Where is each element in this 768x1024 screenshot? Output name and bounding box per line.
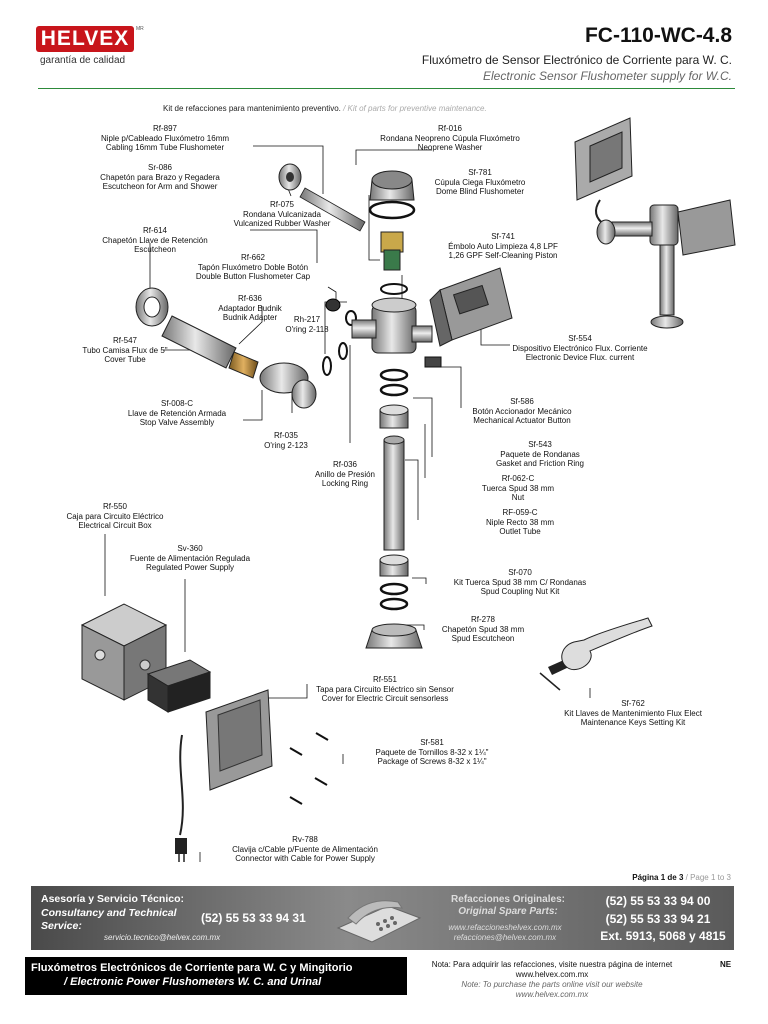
screws-part — [289, 732, 329, 805]
page-indicator: Página 1 de 3 / Page 1 to 3 — [632, 873, 731, 882]
spare-parts-title-es: Refacciones Originales: — [451, 894, 565, 905]
telephone-icon — [336, 900, 422, 943]
product-line-es: Fluxómetros Electrónicos de Corriente pa… — [31, 962, 353, 974]
cover-tube-part — [161, 315, 237, 369]
kit-title-en: / Kit of parts for preventive maintenanc… — [340, 104, 487, 113]
purchase-link-en[interactable]: www.helvex.com.mx — [515, 990, 589, 999]
spare-parts-title-en: Original Spare Parts: — [458, 906, 558, 917]
spud-nut-part — [379, 404, 409, 429]
phone-2[interactable]: (52) 55 53 33 94 00 — [605, 894, 711, 908]
service-phone[interactable]: (52) 55 53 33 94 31 — [201, 911, 306, 925]
maintenance-keys-part — [539, 617, 653, 691]
power-supply-part — [146, 659, 212, 713]
outlet-tube-part — [383, 435, 405, 551]
header-divider — [38, 88, 735, 89]
phone-3[interactable]: (52) 55 53 33 94 21 — [605, 912, 711, 926]
service-title-es: Asesoría y Servicio Técnico: — [41, 893, 184, 905]
phone-extensions: Ext. 5913, 5068 y 4815 — [600, 929, 726, 943]
spud-coupling-kit-part — [379, 554, 409, 611]
subtitle-es: Fluxómetro de Sensor Electrónico de Corr… — [421, 53, 732, 67]
purchase-note-en: Note: To purchase the parts online visit… — [461, 980, 643, 989]
helvex-logo: HELVEX — [36, 26, 134, 52]
exploded-parts-diagram — [80, 117, 736, 862]
purchase-link-es[interactable]: www.helvex.com.mx — [515, 970, 589, 979]
flushometer-cap-part — [325, 298, 341, 312]
circuit-cover-part — [205, 689, 273, 791]
kit-title-es: Kit de refacciones para mantenimiento pr… — [163, 104, 341, 113]
service-title-en: Consultancy and Technical Service: — [41, 907, 177, 932]
circuit-box-part — [80, 603, 168, 701]
budnik-adapter-part — [228, 351, 259, 379]
service-email-link[interactable]: servicio.tecnico@helvex.com.mx — [104, 933, 221, 942]
product-line-en: / Electronic Power Flushometers W. C. an… — [64, 976, 322, 988]
product-line-banner — [25, 957, 407, 995]
cable-plug-part — [175, 734, 187, 862]
spud-escutcheon-part — [365, 623, 423, 649]
logo-trademark: MR — [136, 26, 144, 32]
tagline: garantía de calidad — [40, 55, 126, 66]
page-indicator-en: / Page 1 to 3 — [683, 873, 731, 882]
spare-parts-email-link[interactable]: refacciones@helvex.com.mx — [453, 933, 557, 942]
self-cleaning-piston-part — [380, 231, 404, 271]
model-number: FC-110-WC-4.8 — [584, 24, 732, 47]
electronic-device-part — [429, 267, 513, 347]
kit-title: Kit de refacciones para mantenimiento pr… — [163, 104, 487, 113]
purchase-note-es: Nota: Para adquirir las refacciones, vis… — [431, 960, 673, 969]
friction-ring-1 — [379, 383, 409, 397]
spare-parts-web-link[interactable]: www.refaccioneshelvex.com.mx — [448, 923, 562, 932]
oring-2-123 — [322, 356, 332, 376]
locking-ring-part — [338, 342, 348, 360]
page-indicator-es: Página 1 de 3 — [632, 873, 684, 882]
piston-ring — [380, 283, 408, 295]
oring-2-118 — [345, 310, 357, 326]
gasket-ring-1 — [379, 368, 409, 382]
dome-blind-part — [368, 170, 416, 220]
cabling-tube-part — [299, 187, 366, 232]
actuator-button-part — [424, 356, 442, 368]
installed-flushometer-illustration — [574, 117, 736, 329]
subtitle-en: Electronic Sensor Flushometer supply for… — [483, 69, 732, 83]
stop-valve-part — [259, 362, 317, 409]
valve-body-part — [351, 297, 433, 354]
ne-code: NE — [720, 960, 732, 969]
